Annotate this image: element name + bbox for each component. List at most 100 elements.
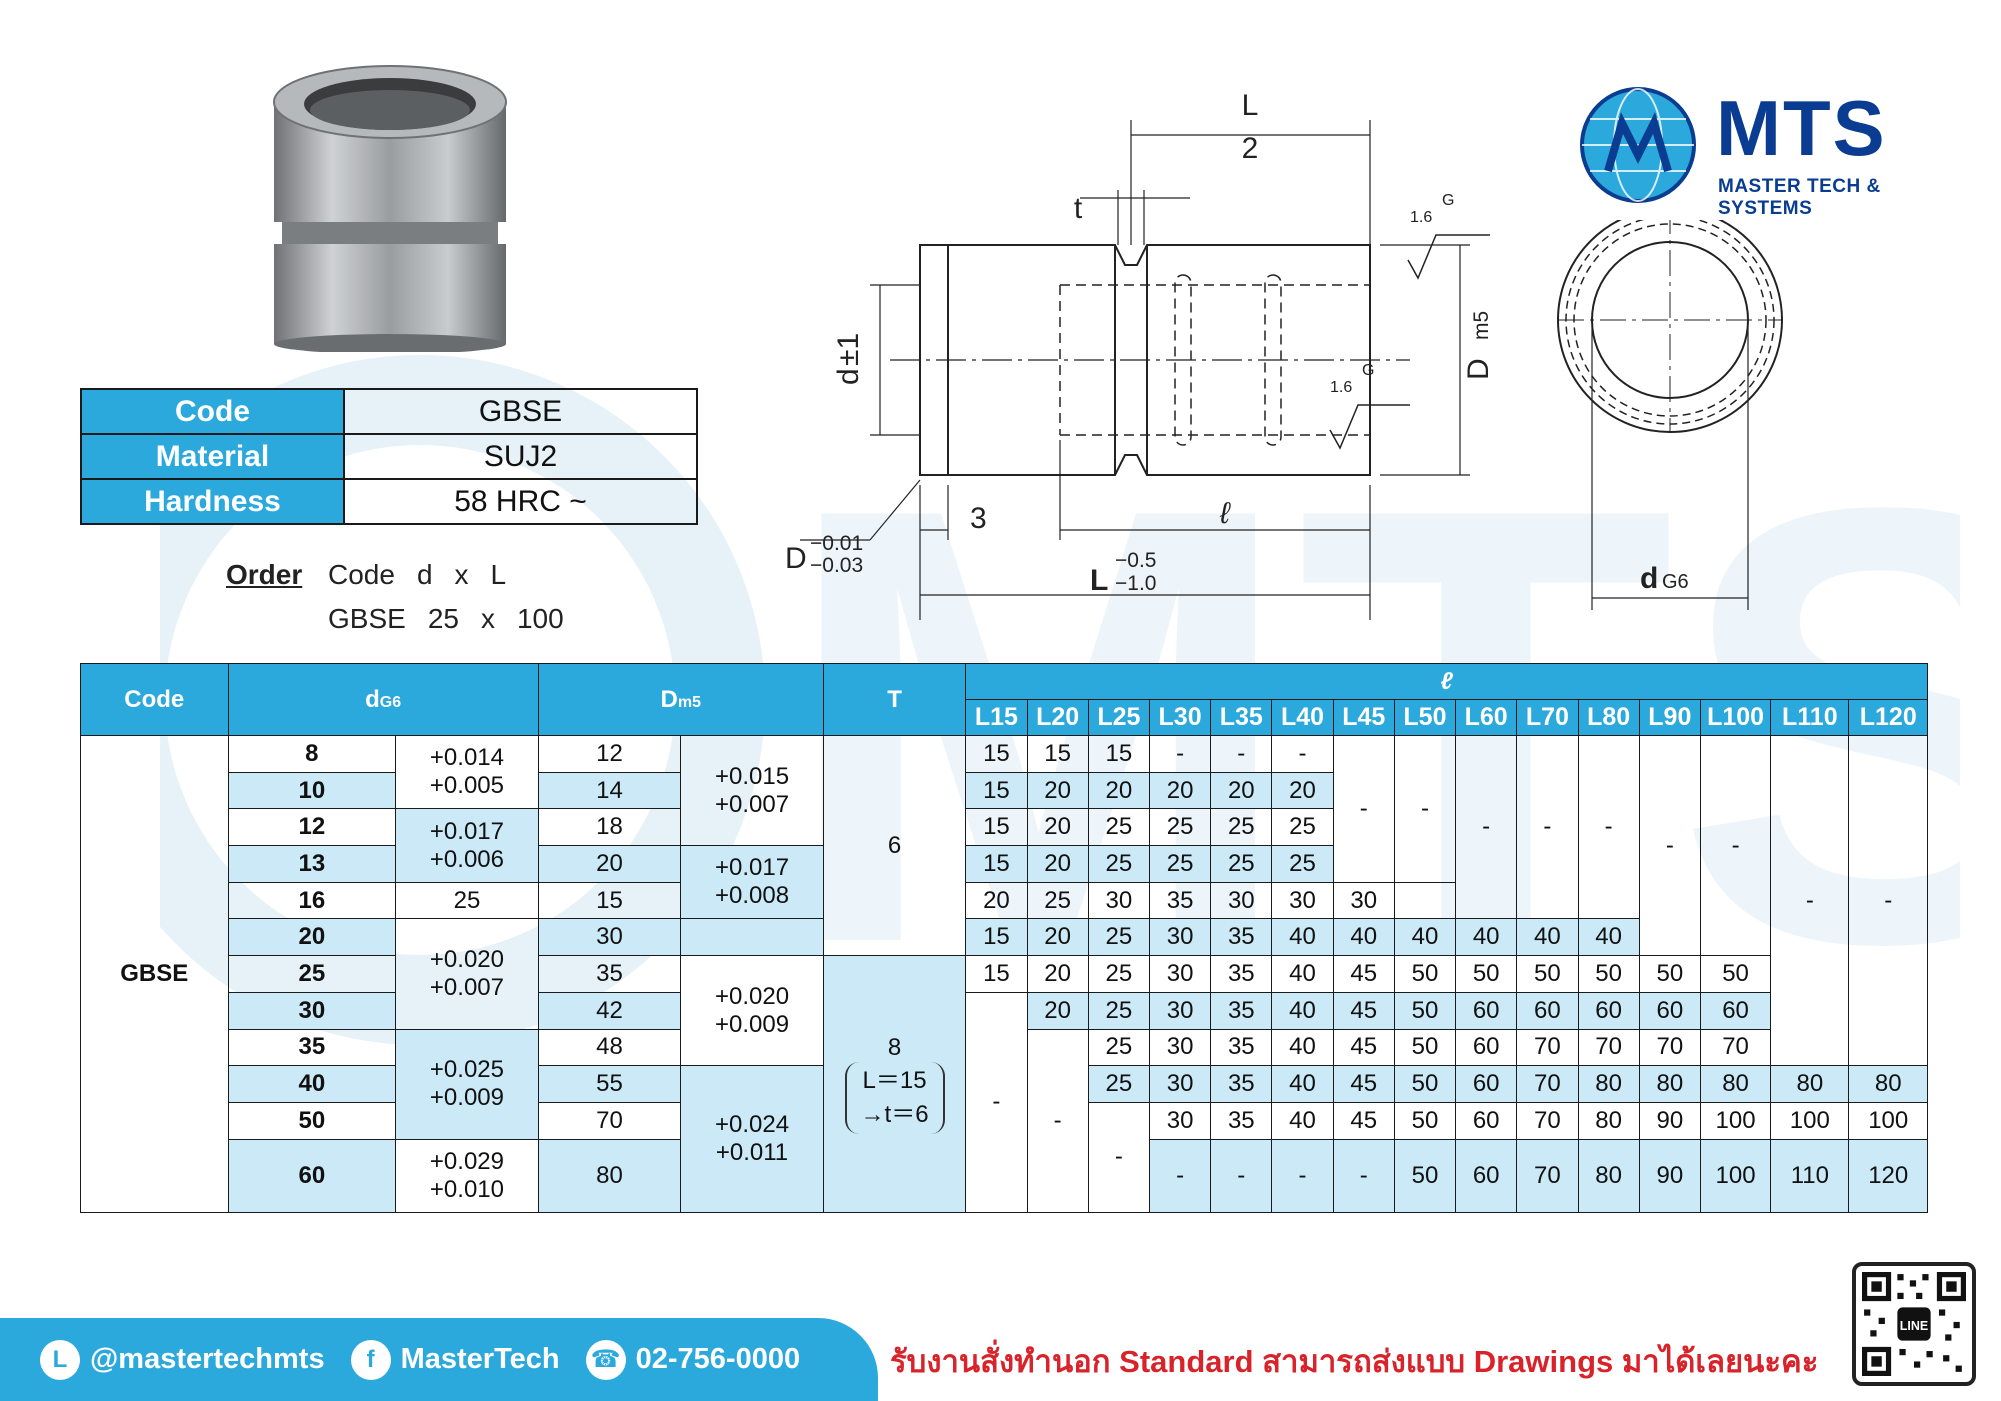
d-tol-label: d	[832, 368, 865, 385]
ell-cell: 80	[1577, 1101, 1640, 1140]
col-l-header: L70	[1516, 699, 1579, 736]
ell-cell: 100	[1699, 1101, 1772, 1140]
ell-cell: 70	[1516, 1101, 1579, 1140]
ell-cell: -	[1577, 734, 1640, 920]
d-cell: 25	[227, 955, 397, 993]
line-handle: @mastertechmts	[90, 1343, 325, 1375]
half-l-denominator: 2	[1242, 132, 1259, 165]
table-row: 10 14 15 20 20 20 20 20	[81, 771, 1928, 810]
ell-cell: 50	[1393, 991, 1457, 1030]
col-dg6-header: dG6	[227, 663, 539, 736]
ell-cell: 60	[1638, 991, 1701, 1030]
order-col: Code	[328, 559, 395, 590]
half-l-numerator: L	[1242, 89, 1259, 122]
ell-cell: 80	[1577, 1138, 1640, 1213]
order-example: Order Code d x L GBSE 25 x 100	[226, 553, 564, 641]
ell-cell: 35	[1210, 1101, 1273, 1140]
ell-cell: -	[1087, 1101, 1150, 1213]
ell-cell: 20	[1026, 918, 1089, 957]
d-cell: 8	[227, 735, 397, 773]
d-cell: 60	[227, 1138, 397, 1213]
D-cell: 80	[537, 1138, 682, 1213]
spec-row-material: Material SUJ2	[80, 433, 698, 480]
ell-cell: 80	[1770, 1065, 1850, 1103]
ell-cell: 20	[1087, 771, 1150, 810]
ell-cell: -	[1638, 734, 1701, 957]
ell-cell: 25	[1087, 991, 1150, 1030]
dm5-tol-cell: +0.020+0.009	[680, 955, 824, 1067]
ell-cell: 50	[1638, 955, 1701, 993]
ell-cell: 35	[1210, 955, 1273, 993]
order-label: Order	[226, 559, 303, 590]
D-cell: 55	[537, 1065, 682, 1103]
spec-row-hardness: Hardness 58 HRC ~	[80, 478, 698, 525]
order-col: L	[490, 559, 507, 590]
dg6-tol-cell: +0.017+0.006	[395, 808, 539, 883]
ell-cell: 50	[1393, 1028, 1457, 1067]
ell-cell: 40	[1271, 991, 1334, 1030]
ell-cell: 40	[1271, 955, 1334, 993]
ell-cell: 60	[1577, 991, 1640, 1030]
end-view-drawing: d G6	[1557, 220, 1783, 610]
roughness-2-g: G	[1362, 362, 1374, 379]
D-cell: 18	[537, 808, 682, 847]
line-icon: L	[40, 1339, 80, 1380]
spec-value: SUJ2	[343, 433, 698, 480]
col-dm5-header: Dm5	[537, 663, 824, 736]
ell-cell: 25	[1087, 845, 1150, 883]
order-example-row: GBSE 25 x 100	[226, 597, 564, 641]
dm5-tol-cell: +0.015+0.007	[680, 734, 824, 847]
ell-cell: 70	[1516, 1028, 1579, 1067]
D-cell: 25	[395, 881, 539, 920]
dg6-tol-cell: +0.020+0.007	[395, 918, 539, 1030]
table-row: 20 +0.020+0.007 30 15 20 25 30 35 40 40 …	[81, 918, 1928, 1030]
facebook-contact[interactable]: f MasterTech	[350, 1339, 560, 1380]
col-code-header: Code	[80, 663, 229, 736]
ell-cell: 35	[1210, 918, 1273, 957]
ell-cell: 15	[1087, 735, 1150, 773]
ell-cell: 25	[1087, 955, 1150, 993]
order-val: 25	[427, 603, 459, 634]
dm5-tol-cell: +0.017+0.008	[680, 845, 824, 920]
col-l-header: L90	[1638, 699, 1701, 736]
ell-cell: -	[1148, 1138, 1212, 1213]
ell-cell: 60	[1455, 1028, 1518, 1067]
qr-code-icon[interactable]: LINE	[1852, 1262, 1976, 1386]
ell-cell: -	[1332, 1138, 1395, 1213]
ell-cell: 35	[1210, 1028, 1273, 1067]
line-contact[interactable]: L @mastertechmts	[40, 1339, 325, 1380]
ell-cell: 20	[1026, 771, 1089, 810]
d-cell: 20	[227, 918, 397, 957]
ell-cell: 45	[1332, 1065, 1395, 1103]
length-label: L	[1090, 564, 1108, 597]
ell-cell: 30	[1148, 991, 1212, 1030]
ell-cell: 60	[1455, 1065, 1518, 1103]
roughness-1: 1.6	[1410, 209, 1432, 226]
table-row: 16 25 15 20 25 30 35 30 30 30	[81, 881, 1928, 920]
spec-row-code: Code GBSE	[80, 388, 698, 435]
spec-table: Code GBSE Material SUJ2 Hardness 58 HRC …	[80, 388, 698, 525]
ell-cell: 40	[1271, 1065, 1334, 1103]
spec-key: Code	[80, 388, 345, 435]
ell-cell: 40	[1271, 918, 1334, 957]
ell-cell: -	[1210, 1138, 1273, 1213]
ell-cell: 45	[1332, 1101, 1395, 1140]
length-tol-upper: −0.5	[1115, 549, 1156, 572]
ell-cell: 50	[1393, 1065, 1457, 1103]
d-cell: 13	[227, 845, 397, 883]
ell-cell: 80	[1699, 1065, 1772, 1103]
ell-cell: 60	[1699, 991, 1772, 1030]
dm5-sub: m5	[1470, 311, 1493, 340]
ell-cell: 35	[1210, 991, 1273, 1030]
ell-cell: 60	[1455, 991, 1518, 1030]
phone-contact[interactable]: ☎ 02-756-0000	[585, 1339, 800, 1380]
ell-cell: 15	[537, 881, 682, 920]
ell-cell: -	[1026, 1028, 1089, 1213]
facebook-name: MasterTech	[400, 1343, 560, 1375]
D-cell: 42	[537, 991, 682, 1030]
spec-value: GBSE	[343, 388, 698, 435]
order-val: GBSE	[328, 603, 406, 634]
chamfer-label: 3	[970, 502, 987, 535]
ell-cell: 40	[1577, 918, 1640, 957]
